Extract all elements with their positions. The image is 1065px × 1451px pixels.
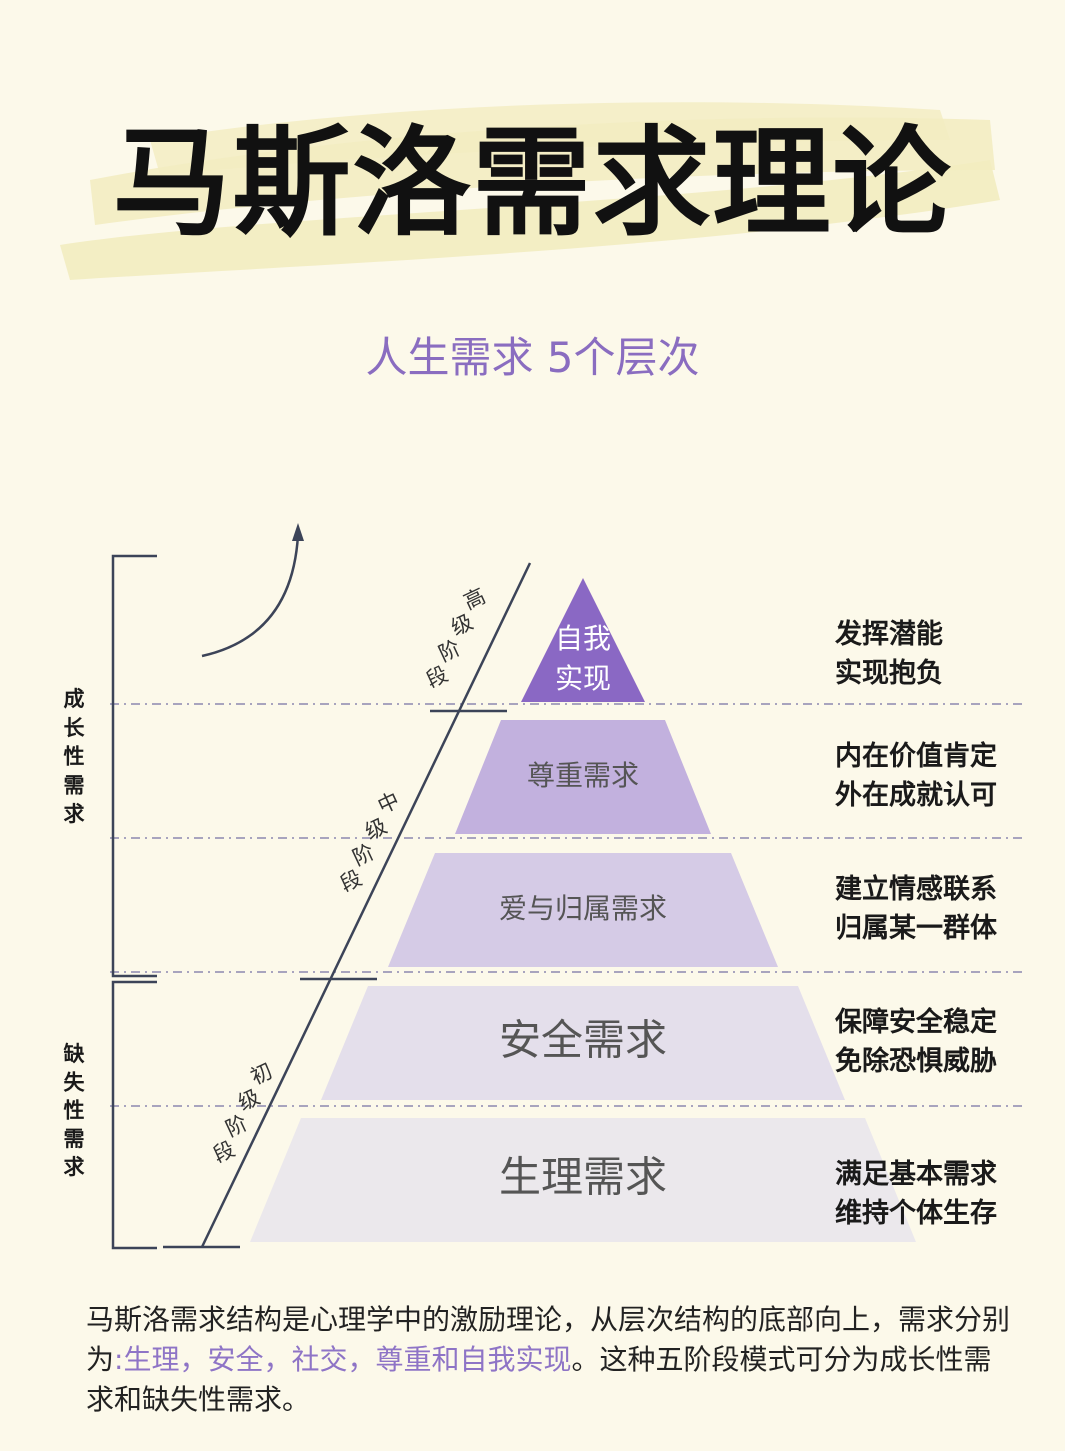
title-brush-stroke	[60, 160, 1000, 280]
arrow-up-icon	[292, 523, 304, 541]
level-description-physiological: 满足基本需求	[835, 1159, 997, 1190]
stage-label-middle: 段	[336, 866, 365, 897]
stage-label-primary: 段	[209, 1137, 238, 1168]
side-group-label-deficiency: 需	[64, 1127, 85, 1151]
side-group-label-growth: 长	[64, 716, 86, 740]
level-description-self-actualization: 发挥潜能	[834, 618, 943, 650]
pyramid-label-esteem: 尊重需求	[527, 759, 639, 792]
level-description-physiological: 维持个体生存	[835, 1198, 997, 1229]
pyramid-level-esteem	[455, 720, 711, 834]
pyramid-label-self-actualization: 实现	[555, 662, 611, 695]
level-description-esteem: 内在价值肯定	[835, 740, 997, 772]
level-description-esteem: 外在成就认可	[835, 780, 997, 811]
description-text-after: 。这种五阶段模式可分为成长性需求和缺失性需求。	[86, 1343, 992, 1416]
page-title: 马斯洛需求理论	[112, 114, 953, 252]
side-group-label-growth: 需	[64, 773, 85, 797]
side-group-label-deficiency: 缺	[64, 1042, 86, 1066]
level-description-safety: 保障安全稳定	[834, 1006, 997, 1038]
side-group-label-deficiency: 求	[64, 1155, 85, 1179]
pyramid-label-safety: 安全需求	[499, 1016, 667, 1065]
pyramid-level-love	[388, 853, 778, 967]
bracket-growth	[111, 554, 157, 978]
pyramid-level-safety	[321, 986, 845, 1100]
pyramid-level-self-actualization	[521, 578, 645, 702]
side-group-label-growth: 性	[64, 745, 85, 769]
description-text-before: 马斯洛需求结构是心理学中的激励理论，从层次结构的底部向上，需求分别为	[86, 1303, 1011, 1376]
title-brush-stroke	[150, 102, 950, 175]
growth-curve-line	[201, 534, 300, 658]
pyramid-label-love: 爱与归属需求	[499, 892, 667, 925]
bracket-deficiency	[111, 980, 157, 1250]
pyramid-level-physiological	[250, 1118, 916, 1242]
level-description-love: 归属某一群体	[835, 913, 998, 944]
page-subtitle: 人生需求 5个层次	[365, 333, 700, 382]
description-highlight: :生理，安全，社交，尊重和自我实现	[114, 1343, 572, 1376]
stage-label-advanced: 段	[422, 662, 451, 693]
side-group-label-growth: 成	[64, 687, 85, 711]
title-brush-stroke	[90, 117, 995, 225]
level-description-self-actualization: 实现抱负	[835, 657, 943, 689]
side-group-label-deficiency: 失	[64, 1070, 86, 1094]
pyramid-label-physiological: 生理需求	[499, 1153, 667, 1202]
side-group-label-deficiency: 性	[64, 1099, 85, 1123]
description-paragraph: 马斯洛需求结构是心理学中的激励理论，从层次结构的底部向上，需求分别为:生理，安全…	[86, 1300, 1016, 1420]
level-description-safety: 免除恐惧威胁	[835, 1045, 997, 1077]
stage-diagonal-line	[200, 562, 532, 1248]
side-group-label-growth: 求	[64, 802, 85, 826]
title-highlight-brush	[60, 102, 1000, 280]
level-description-love: 建立情感联系	[835, 873, 997, 905]
pyramid-label-self-actualization: 自我	[555, 622, 611, 655]
